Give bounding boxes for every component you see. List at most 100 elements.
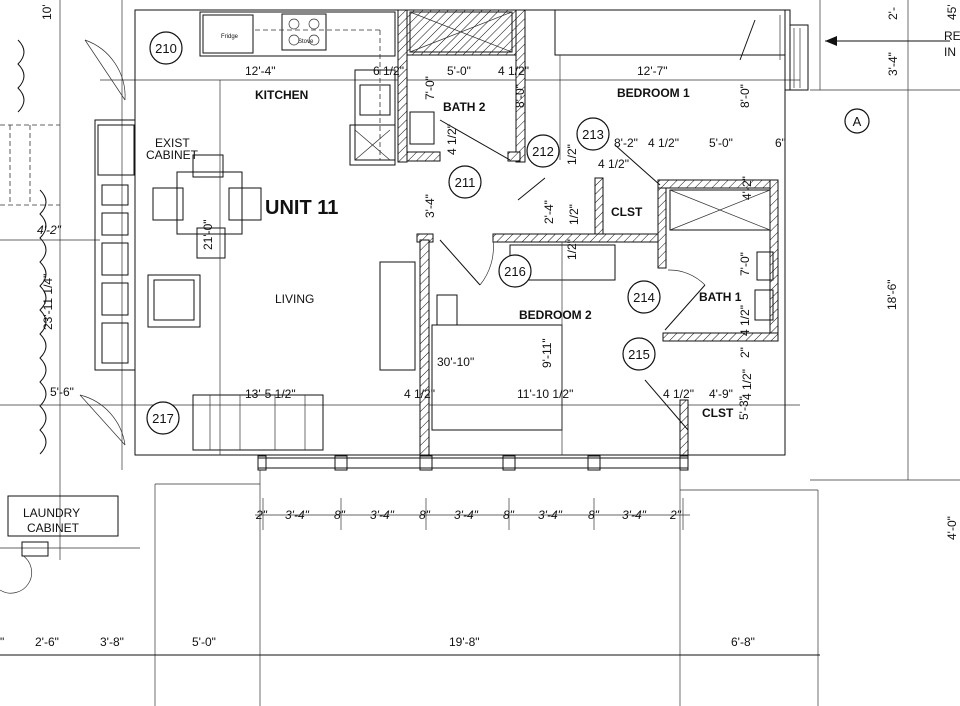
tag-216: 216: [504, 264, 526, 279]
room-labels: UNIT 11 KITCHEN BATH 2 BEDROOM 1 BEDROOM…: [255, 86, 742, 420]
tag-217: 217: [152, 411, 174, 426]
dim: ": [0, 635, 4, 649]
dim: 8": [419, 508, 431, 522]
dim: 4'-0": [945, 516, 959, 540]
dim: 4 1/2": [738, 305, 752, 336]
left-cabinets: [79, 39, 136, 446]
dim: 5'-0": [192, 635, 216, 649]
tag-213: 213: [582, 127, 604, 142]
tag-212: 212: [532, 144, 554, 159]
fridge-label: Fridge: [221, 34, 239, 40]
stove-label: Stove: [298, 39, 314, 45]
ref-note-line1: RE: [944, 29, 960, 43]
walls: [397, 9, 779, 456]
tag-214: 214: [633, 290, 655, 305]
ref-note-line2: IN: [944, 45, 956, 59]
dim: 45': [945, 4, 959, 20]
dim: 3'-4": [886, 52, 900, 76]
dim: 2": [669, 508, 682, 522]
window-bay: [255, 455, 690, 530]
dim: 5'-0": [709, 136, 733, 150]
dim: 8'-2": [614, 136, 638, 150]
dim: 3'-8": [100, 635, 124, 649]
dim: 4'-2": [37, 223, 62, 237]
dim: 3'-4": [285, 508, 310, 522]
dim: 8": [334, 508, 346, 522]
dim: 12'-7": [637, 64, 668, 78]
tag-215: 215: [628, 347, 650, 362]
dim: 2": [255, 508, 268, 522]
dim: 4 1/2": [663, 387, 694, 401]
room-bedroom1: BEDROOM 1: [617, 86, 690, 100]
misc-labels: EXIST CABINET LAUNDRY CABINET Fridge Sto…: [23, 29, 960, 535]
laundry-cabinet: [0, 495, 119, 594]
room-bedroom2: BEDROOM 2: [519, 308, 592, 322]
room-kitchen: KITCHEN: [255, 88, 308, 102]
dim: 4 1/2": [740, 369, 754, 400]
landscape-shrubs: [0, 39, 60, 455]
dim: 1/2": [565, 144, 579, 165]
tag-210: 210: [155, 41, 177, 56]
dim: 7'-0": [423, 76, 437, 100]
dim: 3'-4": [622, 508, 647, 522]
room-closet-a: CLST: [611, 205, 643, 219]
dimension-labels: 12'-4" 6 1/2" 5'-0" 4 1/2" 12'-7" 8'-2" …: [0, 64, 786, 649]
dim: 11'-10 1/2": [517, 387, 573, 401]
room-closet-b: CLST: [702, 406, 734, 420]
dim: 4 1/2": [445, 124, 459, 155]
dining-set: [152, 154, 262, 259]
dim: 1/2": [565, 239, 579, 260]
door-tags: [146, 31, 870, 435]
dim: 8'-0": [513, 84, 527, 108]
tag-211: 211: [455, 175, 476, 190]
dim: 2'-4": [542, 200, 556, 224]
closet-shelving: [554, 9, 786, 160]
dim: 2'-6": [35, 635, 59, 649]
dim: 8": [503, 508, 515, 522]
dim: 23'-11 1/4": [41, 274, 55, 330]
dim: 7'-0": [738, 252, 752, 276]
dim: 4 1/2": [404, 387, 435, 401]
dim: 4'-9": [709, 387, 733, 401]
vertical-dimension-labels: 10' 7'-0" 8'-0" 8'-0" 3'-4" 2'- 45' 4 1/…: [40, 4, 959, 540]
dim: 30'-10": [437, 355, 474, 369]
dim: 3'-4": [370, 508, 395, 522]
dim: 4 1/2": [648, 136, 679, 150]
room-living: LIVING: [275, 292, 314, 306]
kitchen-counter: [199, 11, 396, 166]
dim: 8": [588, 508, 600, 522]
dim: 4 1/2": [498, 64, 529, 78]
dim: 2'-: [886, 7, 900, 20]
dim: 4 1/2": [598, 157, 629, 171]
dim: 1/2": [567, 204, 581, 225]
dim: 3'-4": [423, 194, 437, 218]
dim: 2": [738, 347, 752, 358]
dim: 6'-8": [731, 635, 755, 649]
dim: 5'-6": [50, 385, 74, 399]
living-furniture: [147, 80, 416, 455]
laundry-line2: CABINET: [27, 521, 80, 535]
dim: 10': [40, 4, 54, 20]
dim: 3'-4": [454, 508, 479, 522]
section-marker: A: [853, 114, 862, 129]
dim: 13'-5 1/2": [245, 387, 296, 401]
dim: 18'-6": [885, 279, 899, 310]
dim: 6 1/2": [373, 64, 404, 78]
door-tag-labels: 210 211 212 213 214 215 216 217 A: [152, 41, 862, 426]
exist-cabinet-line1: EXIST: [155, 136, 190, 150]
dim: 8'-0": [738, 84, 752, 108]
unit-title: UNIT 11: [265, 197, 338, 219]
dim: 5'-0": [447, 64, 471, 78]
dim: 12'-4": [245, 64, 276, 78]
right-exterior: [789, 24, 950, 91]
dim: 6": [775, 136, 786, 150]
laundry-line1: LAUNDRY: [23, 506, 80, 520]
room-bath1: BATH 1: [699, 290, 742, 304]
exist-cabinet-line2: CABINET: [146, 148, 199, 162]
dim: 3'-4": [538, 508, 563, 522]
dim: 21'-0": [201, 219, 215, 250]
dim: 19'-8": [449, 635, 480, 649]
dim: 4'-2": [740, 176, 754, 200]
doors: [439, 19, 756, 431]
